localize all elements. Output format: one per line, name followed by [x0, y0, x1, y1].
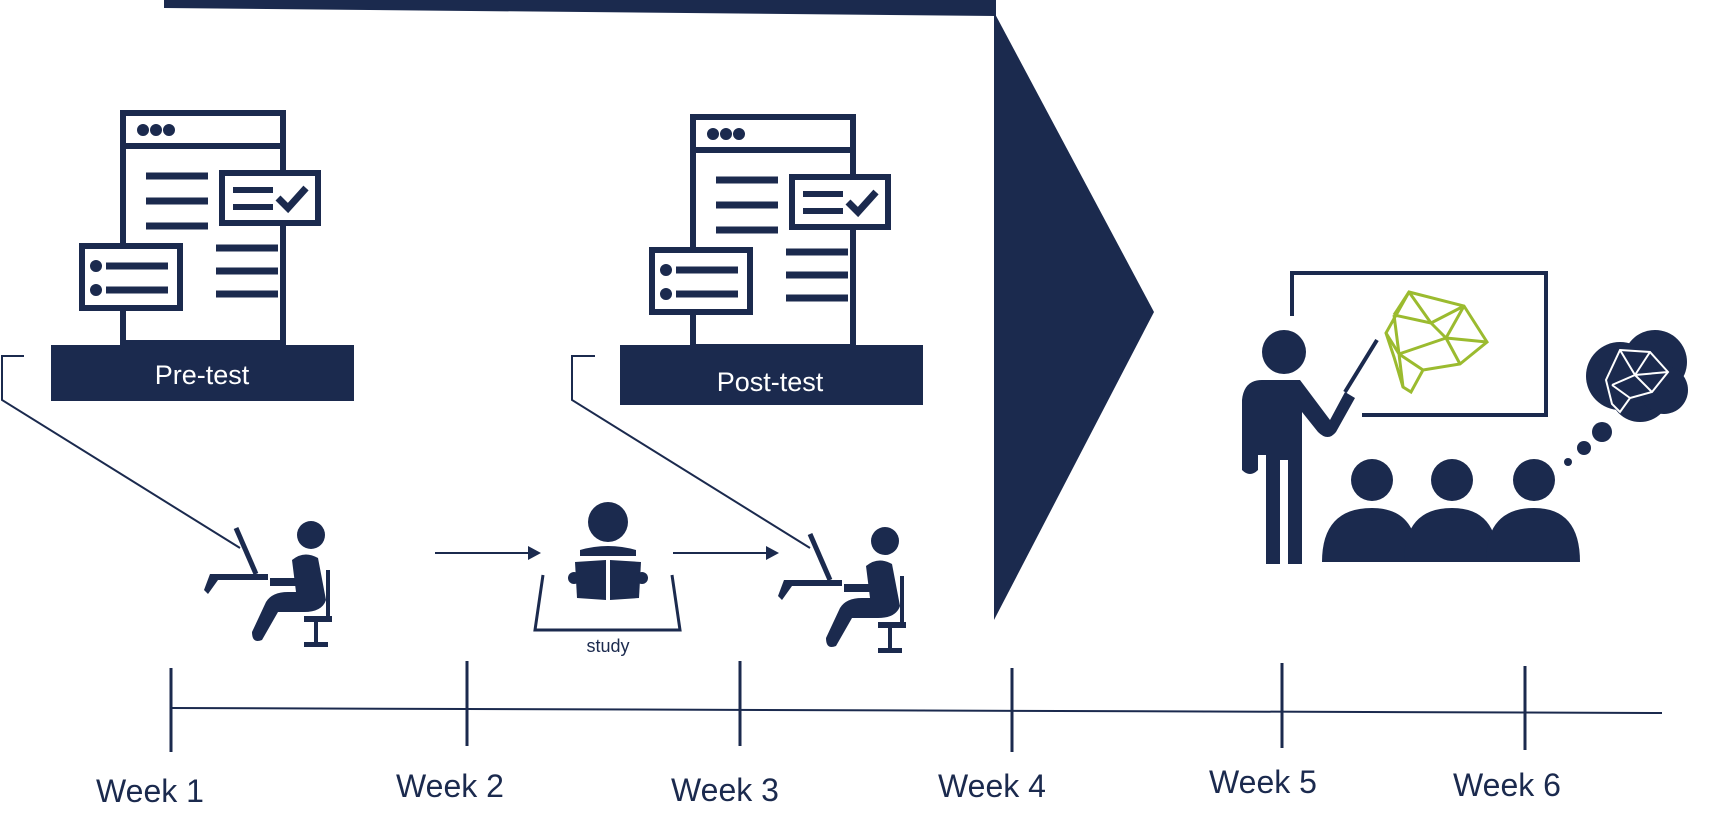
questionnaire-form-icon [649, 114, 891, 350]
week-label: Week 3 [671, 772, 779, 808]
post-test-label-box [620, 345, 923, 405]
timeline-ticks [169, 661, 1527, 752]
top-bar [164, 0, 996, 16]
arrow-right-icon [673, 546, 779, 560]
person-reading-book-icon [533, 502, 682, 632]
chevron-arrow-icon [994, 12, 1154, 620]
pre-test-callout-line [1, 355, 241, 549]
teacher-presenting-brain-to-audience-icon [1242, 271, 1688, 564]
pre-test-label: Pre-test [155, 360, 250, 390]
timeline-week-labels: Week 1 Week 2 Week 3 Week 4 Week 5 Week 6 [96, 764, 1561, 809]
post-test-callout-line [571, 355, 811, 549]
thought-bubble-brain-icon [1564, 330, 1688, 466]
person-at-laptop-icon [204, 521, 332, 647]
week-label: Week 4 [938, 768, 1046, 804]
week-label: Week 1 [96, 773, 204, 809]
person-at-laptop-icon [778, 527, 906, 653]
week-label: Week 6 [1453, 767, 1561, 803]
brain-network-icon [1384, 290, 1489, 395]
audience-icon [1322, 459, 1580, 562]
post-test-label: Post-test [717, 367, 824, 397]
pre-test-label-box [51, 345, 354, 401]
arrow-right-icon [435, 546, 541, 560]
study-label: study [586, 636, 629, 656]
timeline-axis [170, 707, 1663, 714]
week-label: Week 2 [396, 768, 504, 804]
questionnaire-form-icon [79, 110, 321, 346]
week-label: Week 5 [1209, 764, 1317, 800]
